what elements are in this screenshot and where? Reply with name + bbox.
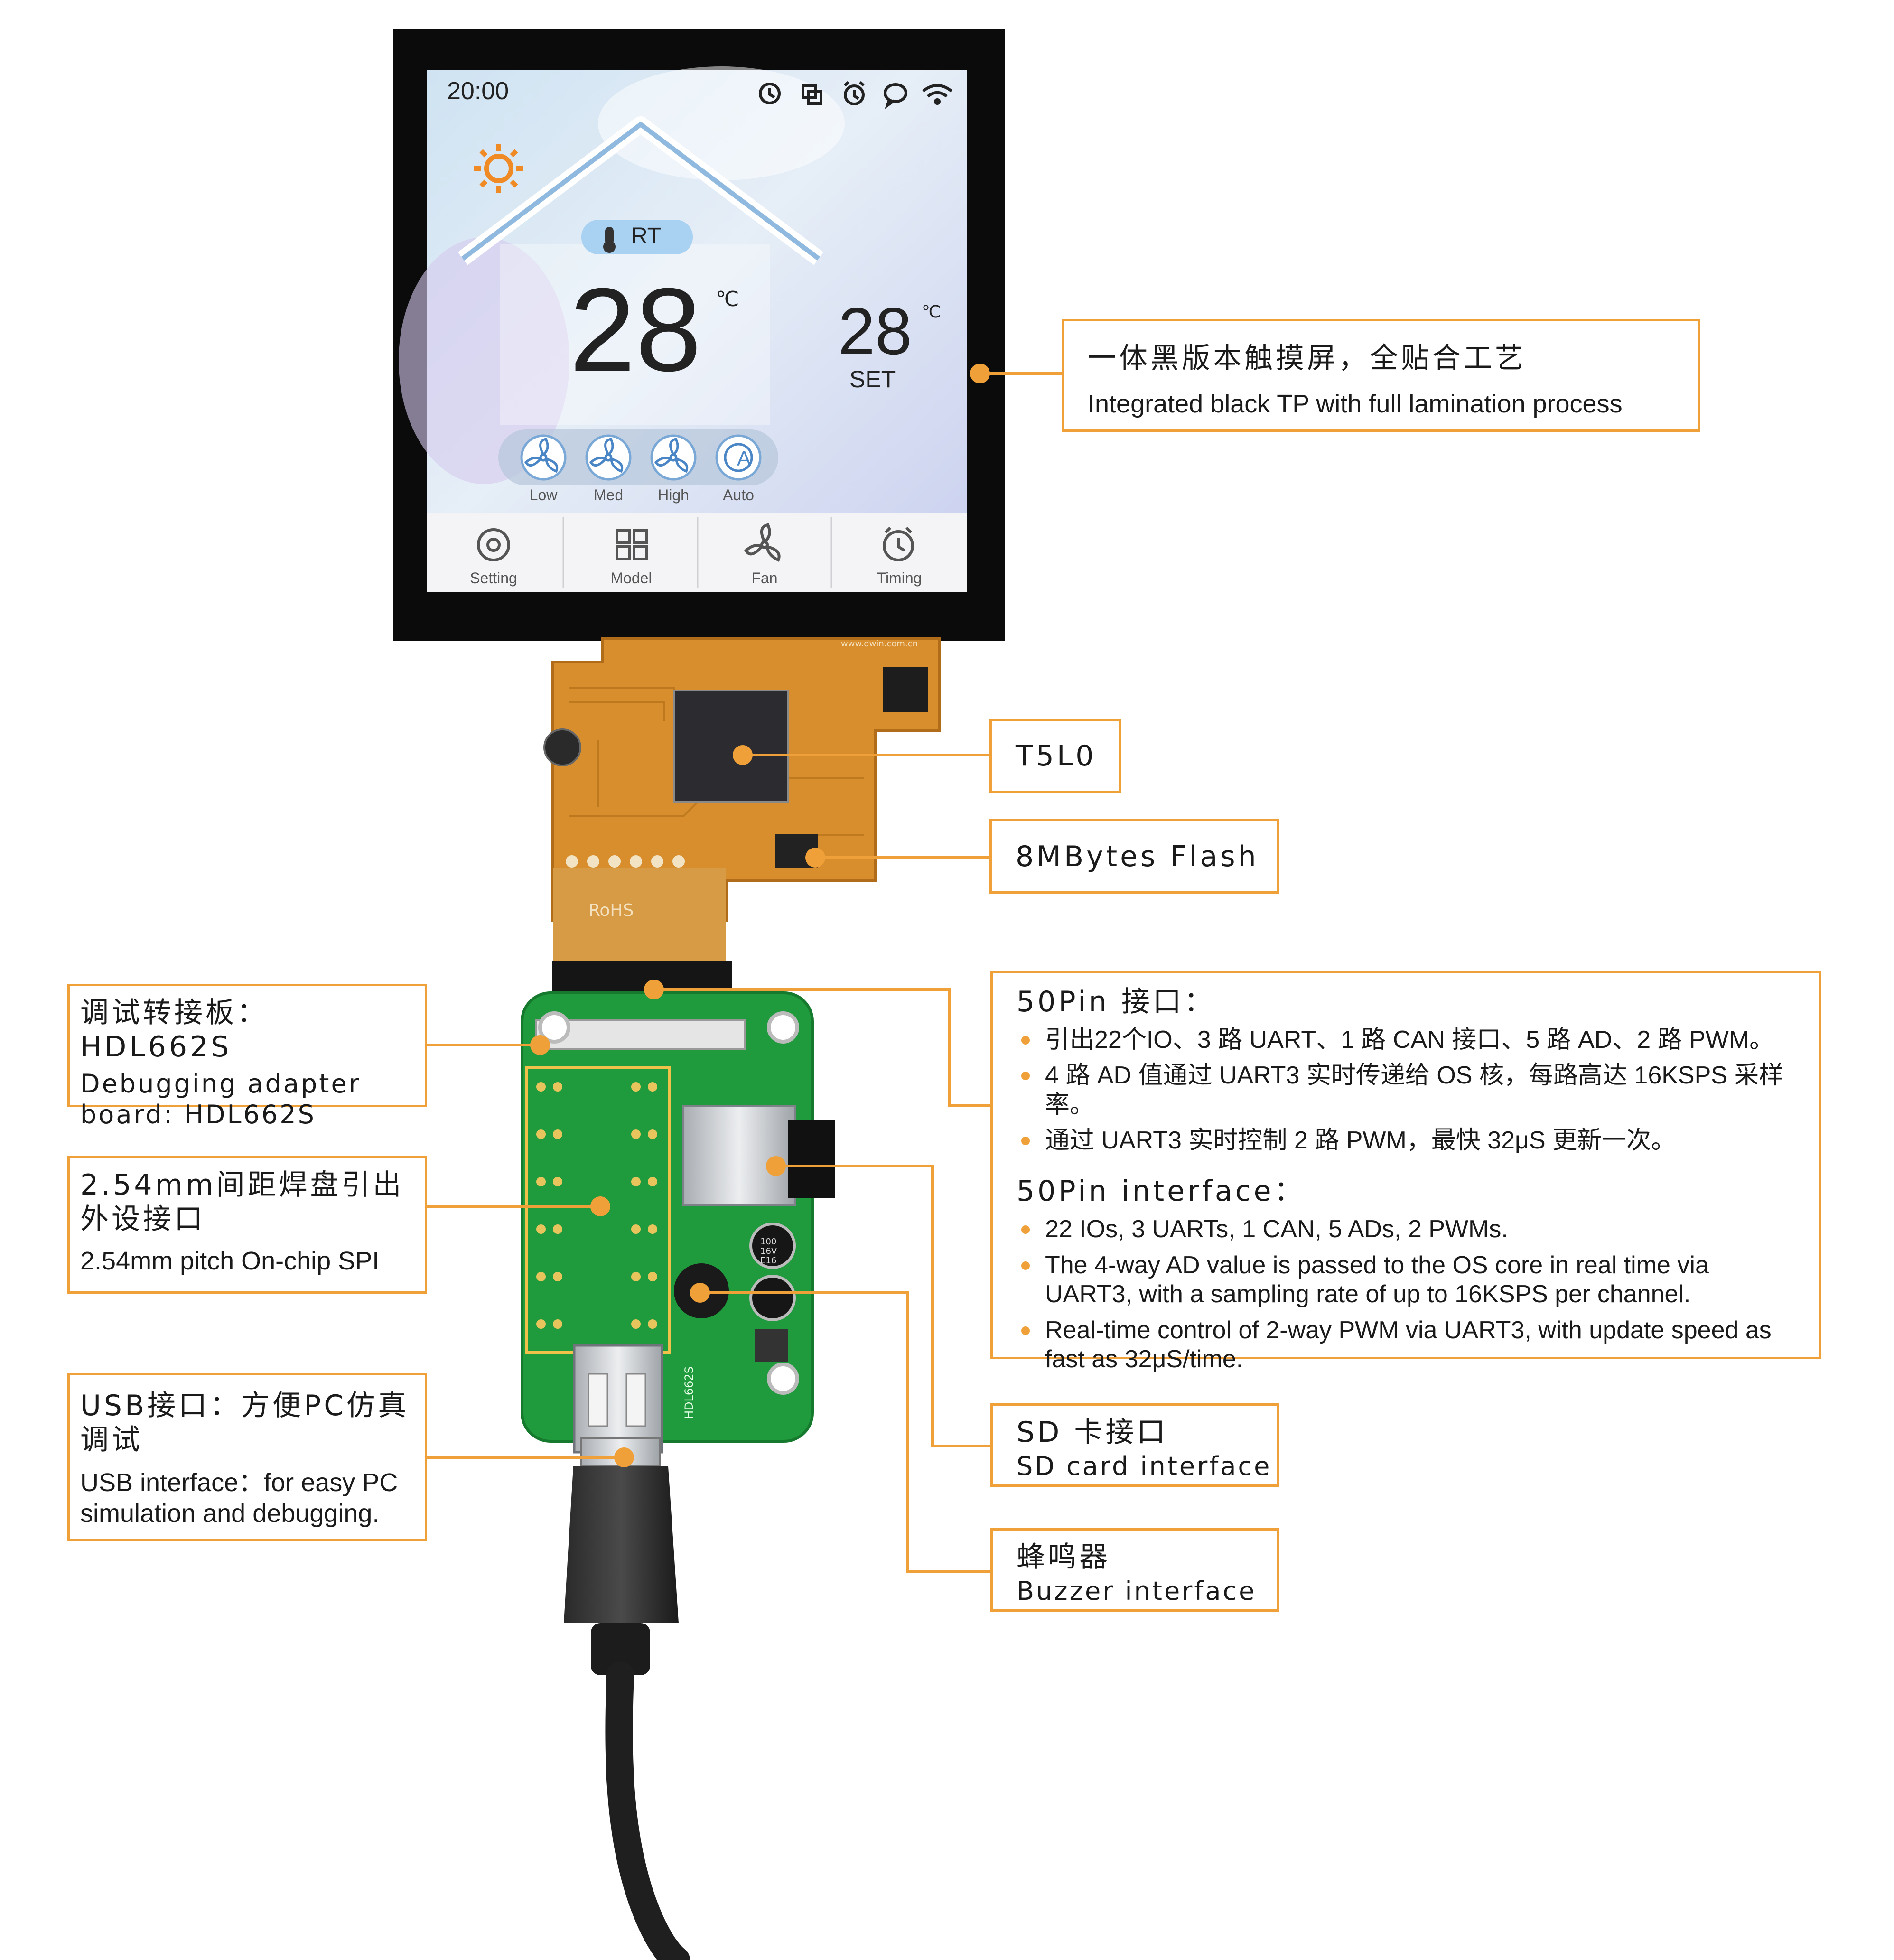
fan-mode-low-button[interactable] bbox=[520, 434, 567, 481]
adapter-board: 100 16V E16 HDL662S bbox=[521, 991, 835, 1454]
callout-pitch-pads-en: 2.54mm pitch On-chip SPI bbox=[80, 1247, 380, 1275]
screen-time: 20:00 bbox=[447, 77, 509, 105]
fan-icon bbox=[589, 438, 624, 473]
callout-debug-board-cn: 调试转接板：HDL662S bbox=[80, 996, 268, 1064]
callout-50pin-cn-item: 通过 UART3 实时控制 2 路 PWM，最快 32μS 更新一次。 bbox=[1017, 1126, 1800, 1155]
callout-50pin-cn-title: 50Pin 接口： bbox=[1017, 985, 1215, 1018]
nav-timing-label: Timing bbox=[877, 569, 922, 587]
callout-touch-panel: 一体黑版本触摸屏，全贴合工艺 Integrated black TP with … bbox=[1062, 319, 1700, 432]
room-temperature: 28 bbox=[569, 263, 702, 396]
fan-mode-high-button[interactable] bbox=[650, 434, 697, 481]
cap-mark-3: E16 bbox=[760, 1256, 776, 1266]
callout-50pin-en-item: The 4-way AD value is passed to the OS c… bbox=[1017, 1251, 1800, 1309]
callout-debug-board: 调试转接板：HDL662S Debugging adapter board: H… bbox=[67, 984, 427, 1129]
alarm-icon bbox=[883, 526, 914, 561]
nav-fan-label: Fan bbox=[751, 569, 778, 587]
callout-touch-panel-cn: 一体黑版本触摸屏，全贴合工艺 bbox=[1088, 342, 1526, 375]
callout-touch-panel-en: Integrated black TP with full lamination… bbox=[1088, 390, 1623, 418]
capacitor-2 bbox=[749, 1275, 796, 1321]
callout-sd-card-en: SD card interface bbox=[1017, 1451, 1272, 1481]
t5l0-chip bbox=[673, 690, 789, 803]
set-label: SET bbox=[849, 366, 896, 392]
fan-mode-auto-label: Auto bbox=[723, 486, 754, 504]
fan-mode-bar bbox=[498, 429, 778, 485]
callout-pitch-pads: 2.54mm间距焊盘引出外设接口 2.54mm pitch On-chip SP… bbox=[67, 1156, 427, 1294]
callout-usb-en: USB interface：for easy PC simulation and… bbox=[80, 1468, 398, 1528]
auto-icon bbox=[724, 443, 753, 472]
chat-icon bbox=[884, 83, 907, 109]
leader-dots bbox=[530, 364, 990, 1467]
callout-buzzer-cn: 蜂鸣器 bbox=[1017, 1540, 1110, 1574]
callout-sd-card-cn: SD 卡接口 bbox=[1017, 1416, 1168, 1449]
grid-icon bbox=[616, 529, 648, 560]
fan-mode-low-label: Low bbox=[529, 486, 558, 504]
fan-mode-auto-button[interactable] bbox=[715, 434, 762, 481]
capacitor-1 bbox=[749, 1223, 796, 1269]
thermometer-icon bbox=[603, 227, 616, 253]
nav-setting-button[interactable] bbox=[477, 528, 510, 561]
callout-debug-board-en: Debugging adapter board: HDL662S bbox=[80, 1069, 361, 1129]
usb-cable bbox=[564, 1437, 690, 1960]
fan-mode-med-button[interactable] bbox=[585, 434, 632, 481]
nav-model-label: Model bbox=[610, 569, 652, 587]
sun-icon bbox=[474, 144, 523, 193]
url-mark: www.dwin.com.cn bbox=[841, 639, 918, 649]
nav-model-button[interactable] bbox=[616, 529, 648, 560]
callout-pitch-pads-cn: 2.54mm间距焊盘引出外设接口 bbox=[80, 1168, 404, 1236]
callout-50pin-cn-item: 引出22个IO、3 路 UART、1 路 CAN 接口、5 路 AD、2 路 P… bbox=[1017, 1026, 1800, 1055]
flex-pcb: RoHS www.dwin.com.cn bbox=[543, 637, 941, 999]
clock-icon bbox=[759, 83, 781, 104]
sd-card-slot bbox=[682, 1105, 796, 1206]
leader-lines bbox=[427, 372, 1063, 1573]
nav-timing-button[interactable] bbox=[883, 526, 914, 561]
fan-mode-high-label: High bbox=[658, 486, 689, 504]
fan-mode-med-label: Med bbox=[593, 486, 624, 504]
fan-icon bbox=[654, 438, 689, 473]
callout-usb-cn: USB接口：方便PC仿真调试 bbox=[80, 1389, 410, 1456]
callout-cpu: T5L0 bbox=[989, 719, 1121, 793]
fan-icon bbox=[524, 438, 559, 473]
rt-label: RT bbox=[631, 224, 662, 249]
alarm-icon bbox=[844, 81, 865, 105]
wifi-icon bbox=[922, 84, 952, 105]
gear-icon bbox=[477, 528, 510, 561]
usb-a-port bbox=[573, 1344, 663, 1454]
cap-mark-1: 100 bbox=[760, 1237, 776, 1247]
cap-mark-2: 16V bbox=[760, 1246, 777, 1256]
room-temperature-unit: ℃ bbox=[716, 288, 739, 311]
callout-50pin-en-title: 50Pin interface： bbox=[1017, 1175, 1306, 1208]
callout-buzzer: 蜂鸣器 Buzzer interface bbox=[990, 1528, 1279, 1612]
rohs-mark: RoHS bbox=[588, 901, 634, 920]
callout-50pin-en-item: 22 IOs, 3 UARTs, 1 CAN, 5 ADs, 2 PWMs. bbox=[1017, 1215, 1800, 1244]
fan-icon bbox=[744, 523, 781, 562]
auto-icon-letter: A bbox=[737, 447, 751, 470]
set-temperature-unit: ℃ bbox=[922, 302, 941, 321]
window-icon bbox=[802, 84, 822, 105]
touch-screen-module bbox=[393, 29, 1005, 641]
nav-setting-label: Setting bbox=[470, 569, 517, 587]
callout-flash-text: 8MBytes Flash bbox=[1016, 840, 1259, 873]
fpc-socket bbox=[535, 1019, 746, 1050]
callout-buzzer-en: Buzzer interface bbox=[1017, 1576, 1257, 1606]
board-silkscreen: HDL662S bbox=[682, 1366, 696, 1419]
house-body bbox=[500, 244, 770, 425]
callout-usb: USB接口：方便PC仿真调试 USB interface：for easy PC… bbox=[67, 1373, 427, 1541]
set-temperature: 28 bbox=[838, 294, 912, 368]
callout-cpu-text: T5L0 bbox=[1016, 739, 1097, 773]
callout-50pin: 50Pin 接口： 引出22个IO、3 路 UART、1 路 CAN 接口、5 … bbox=[990, 971, 1821, 1373]
callout-50pin-en-item: Real-time control of 2-way PWM via UART3… bbox=[1017, 1316, 1800, 1374]
nav-fan-button[interactable] bbox=[744, 523, 781, 562]
callout-sd-card: SD 卡接口 SD card interface bbox=[990, 1403, 1279, 1487]
callout-50pin-cn-item: 4 路 AD 值通过 UART3 实时传递给 OS 核，每路高达 16KSPS … bbox=[1017, 1061, 1800, 1120]
callout-flash: 8MBytes Flash bbox=[989, 819, 1279, 894]
